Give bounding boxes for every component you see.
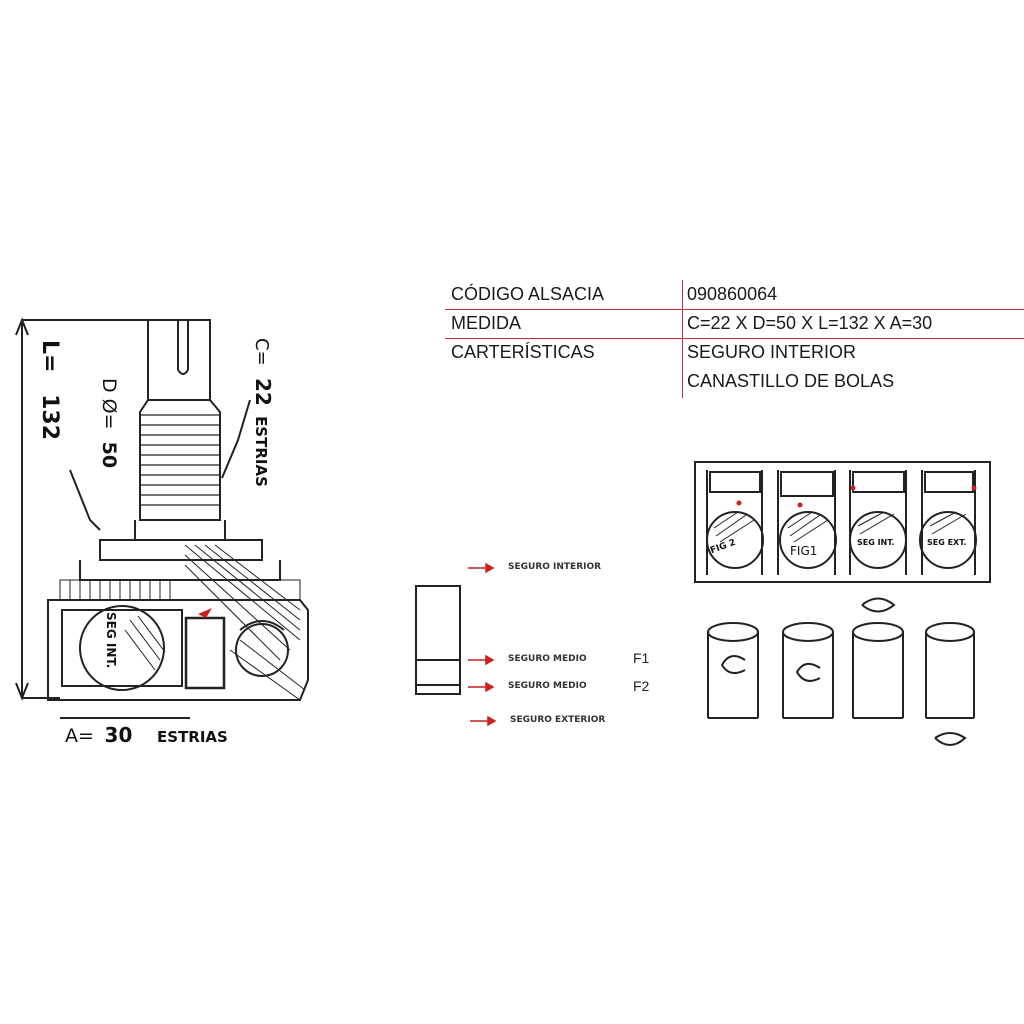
- spec-label-features: CARTERÍSTICAS: [451, 342, 595, 362]
- spline-a-value: 30: [104, 723, 133, 747]
- bell-housing: [47, 599, 309, 701]
- fig1-section: [777, 470, 837, 575]
- spline-a-prefix: A=: [65, 725, 94, 747]
- table-row-divider: [445, 338, 1024, 339]
- spec-value-code: 090860064: [687, 284, 778, 304]
- fig-label-seg-int: SEG INT.: [857, 538, 895, 547]
- cylinder-4: [925, 622, 975, 746]
- spline-a-unit: ESTRIAS: [157, 728, 228, 746]
- legend-f1: F1: [633, 650, 650, 666]
- legend-middle-lock-1: SEGURO MEDIO: [508, 654, 587, 664]
- spec-value-size: C=22 X D=50 X L=132 X A=30: [687, 313, 933, 333]
- figure-markers: [736, 485, 977, 508]
- fig-label-fig1: FIG1: [790, 544, 818, 558]
- seg-ext-section: [919, 470, 977, 575]
- legend-middle-lock-2: SEGURO MEDIO: [508, 681, 587, 691]
- spec-label-size: MEDIDA: [451, 313, 522, 333]
- spec-value-feature-1: SEGURO INTERIOR: [687, 342, 857, 362]
- cylinder-2: [782, 622, 834, 719]
- table-row-divider: [445, 309, 1024, 310]
- table-column-divider: [682, 280, 683, 398]
- cylinder-3: [852, 597, 904, 719]
- fig2-section: [706, 470, 764, 575]
- spec-value-feature-2: CANASTILLO DE BOLAS: [687, 371, 895, 391]
- seg-int-section: [849, 470, 907, 575]
- legend-outer-lock: SEGURO EXTERIOR: [510, 715, 606, 725]
- diameter-leader: [69, 469, 101, 531]
- legend-inner-lock: SEGURO INTERIOR: [508, 562, 602, 572]
- spline-c-leader: [221, 399, 251, 479]
- spec-label-code: CÓDIGO ALSACIA: [451, 284, 605, 304]
- legend-f2: F2: [633, 678, 650, 694]
- figure-frame: [694, 461, 991, 583]
- legend-arrows: [468, 562, 497, 727]
- lock-cylinder: [415, 585, 461, 695]
- fig-label-seg-ext: SEG EXT.: [927, 538, 967, 547]
- spline-a-label: A= 30 ESTRIAS: [65, 723, 228, 747]
- cylinder-1: [707, 622, 759, 719]
